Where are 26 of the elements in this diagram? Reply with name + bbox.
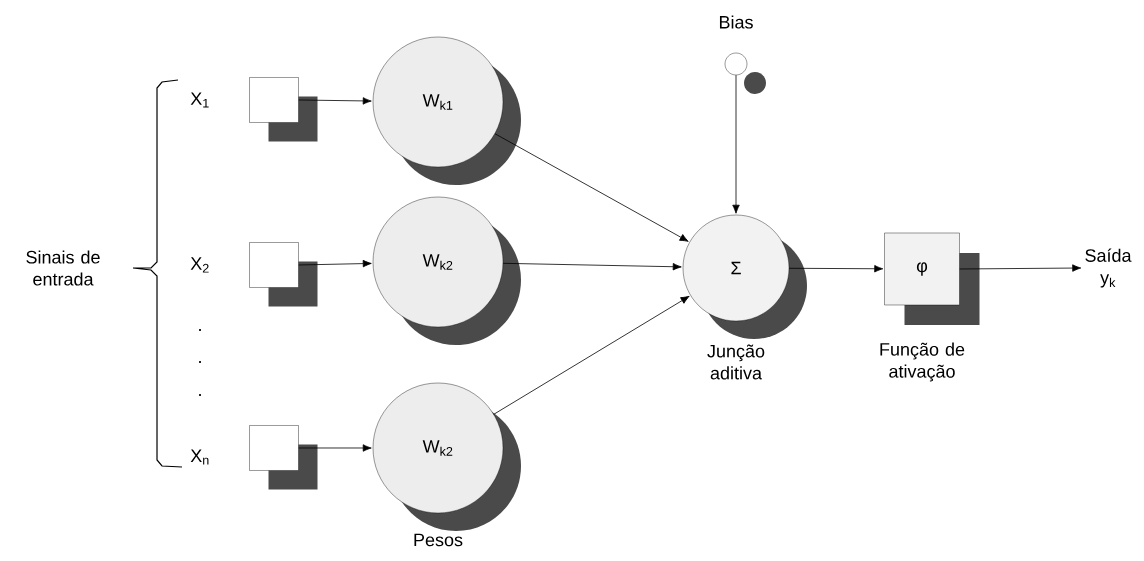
bias-circle (724, 52, 766, 94)
input-box (249, 77, 318, 142)
ellipsis-dot: . (199, 329, 201, 331)
arrow (959, 264, 1082, 272)
input-label: X$_{2}$ (190, 257, 209, 273)
arrow (298, 259, 372, 268)
node-label: Bias (719, 15, 753, 29)
summing-junction: Σ (682, 214, 807, 339)
node-label: Função de ativação (880, 342, 965, 382)
arrow (732, 74, 740, 214)
arrow (493, 295, 690, 415)
input-box (249, 242, 318, 307)
ellipsis-dot: . (199, 361, 201, 363)
output-label: Saída y$_{k}$ (1085, 248, 1132, 288)
node-label: Junção aditiva (707, 344, 765, 380)
input-label: X$_{n}$ (190, 449, 209, 465)
input-label: X$_{1}$ (190, 92, 209, 108)
input-caption: Sinais de entrada (26, 250, 100, 286)
arrow (494, 133, 689, 242)
arrow (788, 265, 884, 273)
input-box (249, 425, 318, 490)
node-label: Pesos (414, 533, 463, 547)
ellipsis-dot: . (199, 394, 201, 396)
activation-box: φ (884, 232, 980, 325)
arrow (298, 444, 372, 452)
arrow (298, 97, 372, 105)
